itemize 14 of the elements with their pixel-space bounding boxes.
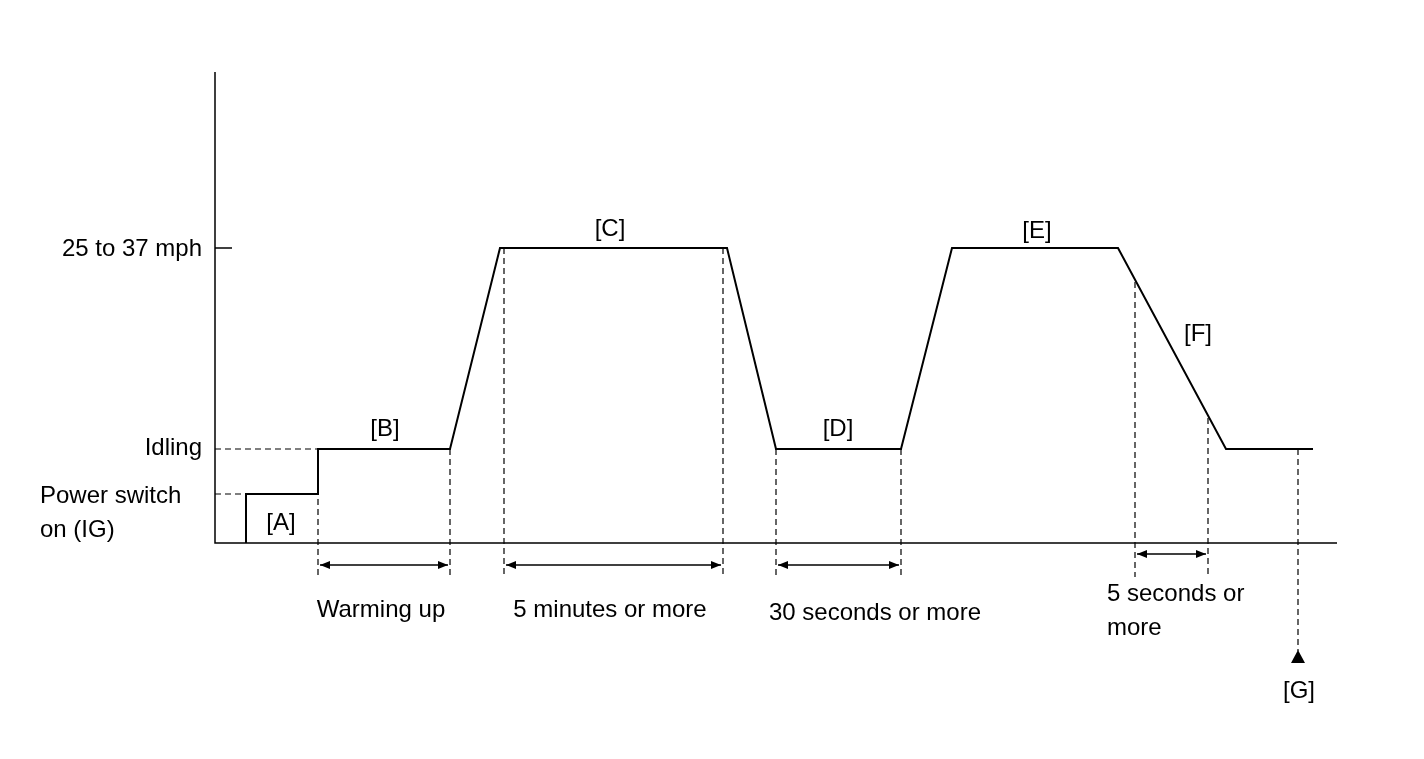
axis-label: 25 to 37 mph <box>60 233 202 263</box>
duration-label: 5 seconds or more <box>1107 578 1246 642</box>
segment-label: [B] <box>369 413 401 443</box>
segment-label: [A] <box>265 507 297 537</box>
duration-label: 30 seconds or more <box>767 597 983 627</box>
axis-label: Idling <box>143 432 202 462</box>
event-label: [G] <box>1282 675 1316 705</box>
axis-label: Power switch on (IG) <box>40 480 183 544</box>
segment-label: [E] <box>1021 215 1053 245</box>
segment-label: [F] <box>1183 318 1213 348</box>
segment-label: [C] <box>593 213 627 243</box>
duration-label: 5 minutes or more <box>512 594 708 624</box>
duration-label: Warming up <box>315 594 447 624</box>
segment-label: [D] <box>821 413 855 443</box>
